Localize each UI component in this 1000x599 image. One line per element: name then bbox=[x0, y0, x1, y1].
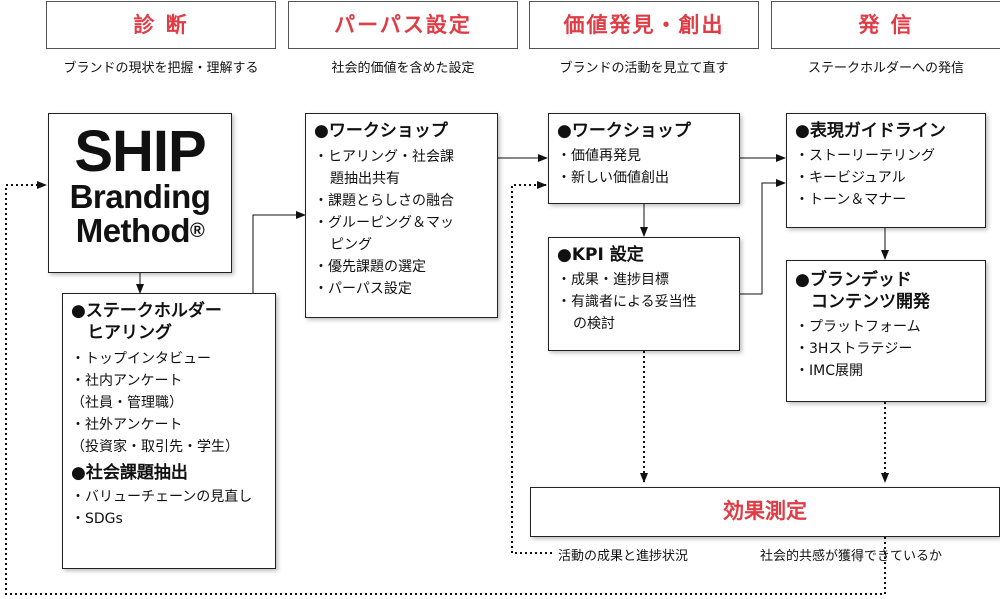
phase-header-communication: 発 信 bbox=[771, 1, 1000, 49]
stakeholder-heading-cont: ヒアリング bbox=[87, 323, 172, 343]
result-note-progress: 活動の成果と進捗状況 bbox=[558, 549, 689, 564]
logo-line-branding: Branding bbox=[69, 178, 211, 215]
logo-line-method: Method® bbox=[75, 212, 205, 249]
list-item: ・課題とらしさの融合 bbox=[314, 193, 454, 209]
ship-branding-method-logo: SHIP Branding Method® bbox=[48, 113, 232, 273]
phase-header-value: 価値発見・創出 bbox=[529, 1, 759, 49]
list-item: （投資家・取引先・学生） bbox=[71, 439, 239, 455]
list-item: ・社内アンケート bbox=[71, 373, 183, 389]
dotted-feedback-to-value bbox=[511, 181, 552, 554]
dotted-feedback-to-logo bbox=[5, 181, 886, 595]
list-item: ・3Hストラテジー bbox=[795, 341, 913, 357]
list-item: ・プラットフォーム bbox=[795, 319, 921, 335]
content-heading-cont: コンテンツ開発 bbox=[811, 292, 930, 312]
stakeholder-heading: ●ステークホルダー bbox=[71, 301, 222, 321]
list-item: ・パーパス設定 bbox=[314, 281, 412, 297]
purpose-workshop-heading: ●ワークショップ bbox=[314, 121, 448, 141]
expression-guideline-box: ●表現ガイドライン ・ストーリーテリング ・キービジュアル ・トーン＆マナー bbox=[786, 113, 986, 228]
list-item: ・グルーピング＆マッ bbox=[314, 215, 454, 231]
phase-subtitle-purpose: 社会的価値を含めた設定 bbox=[331, 61, 475, 76]
kpi-heading: ●KPI 設定 bbox=[557, 245, 644, 265]
list-item: ・優先課題の選定 bbox=[314, 259, 426, 275]
phase-subtitle-value: ブランドの活動を見立て直す bbox=[559, 61, 729, 76]
value-workshop-box: ●ワークショップ ・価値再発見 ・新しい価値創出 bbox=[548, 113, 740, 204]
list-item: ・キービジュアル bbox=[795, 170, 906, 186]
phase-subtitle-communication: ステークホルダーへの発信 bbox=[807, 61, 964, 76]
list-item: ・新しい価値創出 bbox=[557, 170, 669, 186]
guideline-heading: ●表現ガイドライン bbox=[795, 121, 946, 141]
branded-content-box: ●ブランデッド コンテンツ開発 ・プラットフォーム ・3Hストラテジー ・IMC… bbox=[786, 260, 986, 402]
list-item: ・価値再発見 bbox=[557, 148, 641, 164]
list-item: の検討 bbox=[573, 316, 615, 332]
list-item: ・ストーリーテリング bbox=[795, 148, 935, 164]
content-heading: ●ブランデッド bbox=[795, 270, 912, 290]
list-item: ・トップインタビュー bbox=[71, 351, 211, 367]
effect-measurement-box: 効果測定 bbox=[530, 487, 1000, 537]
list-item: ・有識者による妥当性 bbox=[557, 294, 697, 310]
arrow-kpi-to-guideline bbox=[740, 179, 786, 295]
kpi-setting-box: ●KPI 設定 ・成果・進捗目標 ・有識者による妥当性 の検討 bbox=[548, 237, 740, 351]
registered-mark: ® bbox=[190, 220, 205, 242]
list-item: ・バリューチェーンの見直し bbox=[71, 489, 253, 505]
list-item: ピング bbox=[330, 237, 372, 253]
phase-header-purpose: パーパス設定 bbox=[288, 1, 518, 49]
list-item: ・ヒアリング・社会課 bbox=[314, 149, 454, 165]
list-item: 題抽出共有 bbox=[330, 171, 400, 187]
arrow-diagnosis-to-purpose bbox=[252, 211, 306, 293]
list-item: ・社外アンケート bbox=[71, 417, 183, 433]
list-item: ・SDGs bbox=[71, 511, 123, 527]
list-item: ・トーン＆マナー bbox=[795, 192, 907, 208]
result-note-empathy: 社会的共感が獲得できているか bbox=[760, 549, 943, 564]
social-issue-heading: ●社会課題抽出 bbox=[71, 463, 188, 483]
list-item: ・成果・進捗目標 bbox=[557, 272, 669, 288]
phase-header-diagnosis: 診 断 bbox=[46, 1, 276, 49]
diagnosis-detail-box: ●ステークホルダー ヒアリング ・トップインタビュー ・社内アンケート （社員・… bbox=[62, 293, 276, 569]
phase-subtitle-diagnosis: ブランドの現状を把握・理解する bbox=[63, 61, 259, 76]
list-item: ・IMC展開 bbox=[795, 363, 863, 379]
value-workshop-heading: ●ワークショップ bbox=[557, 121, 691, 141]
purpose-workshop-box: ●ワークショップ ・ヒアリング・社会課 題抽出共有 ・課題とらしさの融合 ・グル… bbox=[305, 113, 498, 318]
list-item: （社員・管理職） bbox=[71, 395, 183, 411]
logo-line-ship: SHIP bbox=[74, 119, 206, 184]
